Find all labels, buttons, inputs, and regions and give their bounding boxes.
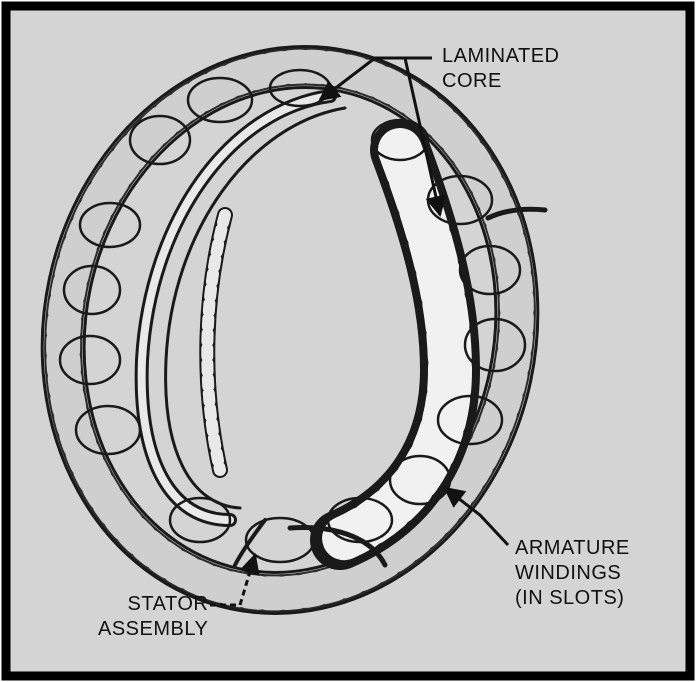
label-armature-windings: ARMATURE WINDINGS (IN SLOTS) xyxy=(515,536,630,611)
label-stator-line2: ASSEMBLY xyxy=(98,617,208,642)
label-laminated-core: LAMINATED CORE xyxy=(442,44,559,94)
label-armature-line1: ARMATURE xyxy=(515,536,630,561)
label-stator-assembly: STATOR ASSEMBLY xyxy=(98,592,208,642)
label-laminated-core-line2: CORE xyxy=(442,69,559,94)
label-armature-line2: WINDINGS xyxy=(515,561,630,586)
label-armature-line3: (IN SLOTS) xyxy=(515,586,630,611)
label-laminated-core-line1: LAMINATED xyxy=(442,44,559,69)
label-stator-line1: STATOR xyxy=(98,592,208,617)
